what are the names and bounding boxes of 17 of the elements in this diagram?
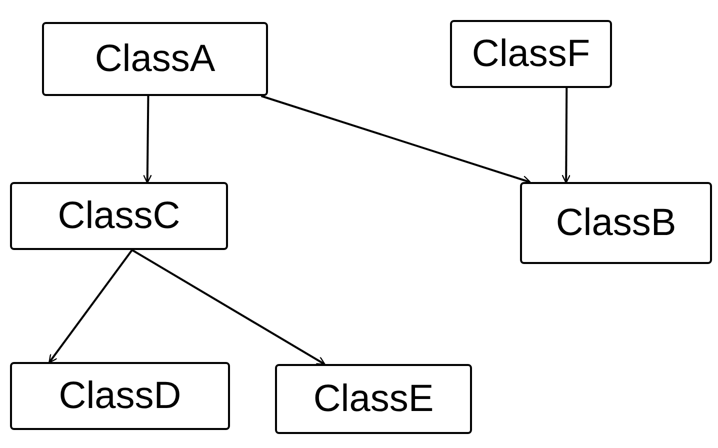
arrow <box>260 95 531 184</box>
class-box <box>10 182 228 250</box>
class-box <box>275 364 472 434</box>
class-name: ClassE <box>313 378 434 420</box>
class-box <box>42 22 268 96</box>
class-box <box>10 362 230 430</box>
class-name: ClassF <box>472 32 590 76</box>
class-box <box>450 20 612 88</box>
class-name: ClassD <box>58 374 182 418</box>
arrow <box>132 249 326 365</box>
class-name: ClassB <box>556 202 676 244</box>
arrow <box>48 249 133 364</box>
class-name: ClassC <box>58 194 180 238</box>
class-box <box>520 182 712 264</box>
arrow <box>562 88 571 184</box>
arrow <box>142 96 152 184</box>
class-name: ClassA <box>94 38 216 80</box>
